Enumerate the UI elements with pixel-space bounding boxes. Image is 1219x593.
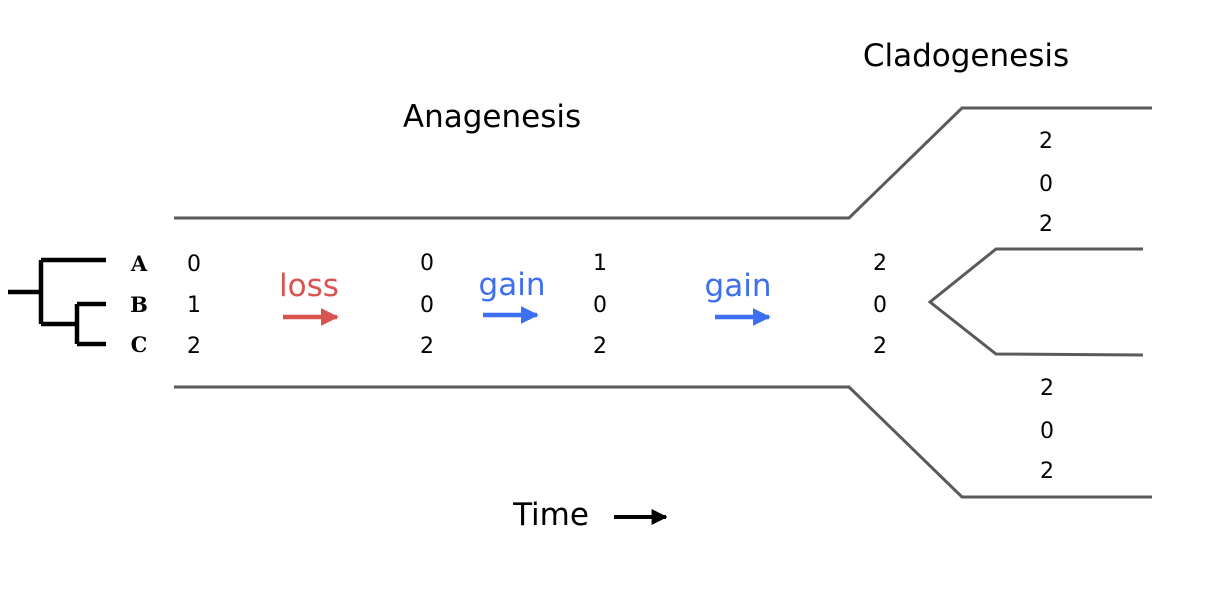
taxon-label-a: A [130, 251, 148, 276]
state-start-b: 1 [187, 293, 201, 318]
state-after-loss-b: 0 [420, 293, 434, 318]
event-loss-label: loss [279, 268, 339, 304]
state-start-a: 0 [187, 252, 201, 277]
cladogenesis-title: Cladogenesis [863, 38, 1069, 74]
state-lower-daughter-c: 2 [1040, 459, 1054, 484]
state-after-gain2-a: 2 [873, 251, 887, 276]
state-start-c: 2 [187, 334, 201, 359]
state-lower-daughter-a: 2 [1040, 376, 1054, 401]
state-upper-daughter-a: 2 [1039, 129, 1053, 154]
anagenesis-title: Anagenesis [403, 99, 581, 135]
event-gain-label-1: gain [479, 267, 546, 303]
state-upper-daughter-c: 2 [1039, 212, 1053, 237]
state-lower-daughter-b: 0 [1040, 419, 1054, 444]
time-label: Time [512, 497, 589, 533]
lower-branch-outline [174, 385, 1152, 499]
state-after-gain2-b: 0 [873, 293, 887, 318]
state-after-loss-c: 2 [420, 334, 434, 359]
inner-split-outline [927, 247, 1144, 357]
state-after-gain2-c: 2 [873, 334, 887, 359]
state-after-gain1-c: 2 [593, 334, 607, 359]
phylogeny-tree [8, 257, 106, 347]
taxon-label-b: B [130, 292, 148, 317]
state-after-loss-a: 0 [420, 251, 434, 276]
state-after-gain1-a: 1 [593, 251, 607, 276]
event-gain-label-2: gain [705, 268, 772, 304]
taxon-label-c: C [131, 332, 148, 357]
state-upper-daughter-b: 0 [1039, 172, 1053, 197]
upper-branch-outline [174, 106, 1152, 220]
state-after-gain1-b: 0 [593, 293, 607, 318]
